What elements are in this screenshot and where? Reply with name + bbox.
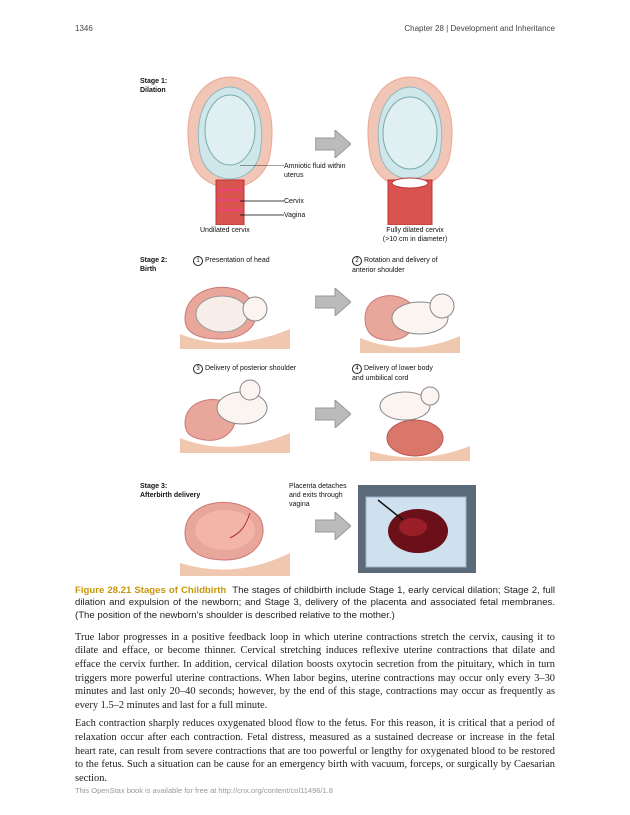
arrow-icon xyxy=(315,400,351,428)
undilated-cervix-label: Undilated cervix xyxy=(200,227,250,234)
placenta-photo xyxy=(358,485,476,573)
birth-step2-illustration xyxy=(360,293,460,353)
afterbirth-illustration xyxy=(180,501,290,576)
body-paragraph: Each contraction sharply reduces oxygena… xyxy=(75,718,555,784)
chapter-header: Chapter 28 | Development and Inheritance xyxy=(404,24,555,33)
body-paragraph: True labor progresses in a positive feed… xyxy=(75,631,555,711)
vagina-label: Vagina xyxy=(284,212,306,219)
birth-step3-illustration xyxy=(180,379,290,453)
uterus-undilated-illustration xyxy=(187,76,273,225)
page-number: 1346 xyxy=(75,24,93,33)
amniotic-fluid-label: Amniotic fluid within uterus xyxy=(284,163,346,179)
cervix-label: Cervix xyxy=(284,198,304,205)
dilated-cervix-label: Fully dilated cervix (>10 cm in diameter… xyxy=(382,227,448,243)
birth-step4-illustration xyxy=(370,386,470,461)
footer-note: This OpenStax book is available for free… xyxy=(75,786,333,795)
figure-label: Figure 28.21 Stages of Childbirth xyxy=(75,585,227,596)
stage2-label: Stage 2:Birth xyxy=(140,257,168,273)
caption-text: The stages of childbirth include Stage 1… xyxy=(75,585,556,621)
uterus-dilated-illustration xyxy=(367,76,453,225)
arrow-icon xyxy=(315,130,351,158)
arrow-icon xyxy=(315,512,351,540)
stage3-label: Stage 3:Afterbirth delivery xyxy=(140,483,201,499)
stage1-label: Stage 1:Dilation xyxy=(140,78,168,94)
label-leader-lines xyxy=(240,165,284,216)
arrow-icon xyxy=(315,288,351,316)
birth-step1-illustration xyxy=(180,286,290,349)
placenta-label: Placenta detaches and exits through vagi… xyxy=(289,483,347,508)
